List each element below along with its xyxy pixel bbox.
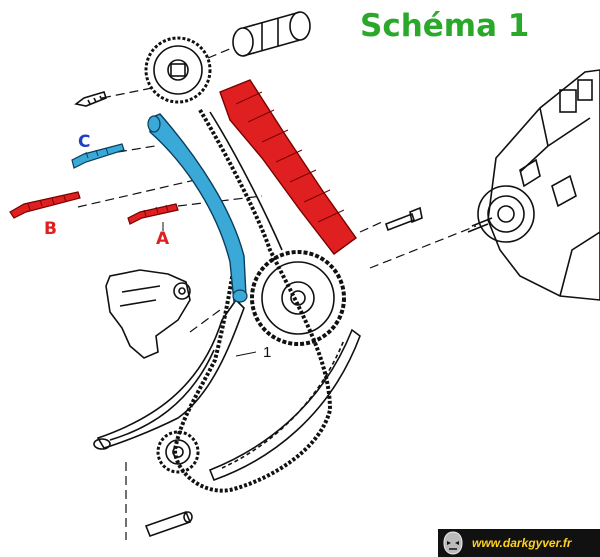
injection-pump (467, 69, 600, 301)
camshaft-sprocket (144, 36, 212, 104)
small-bolt-top (74, 91, 107, 107)
lower-chain-guide (93, 298, 245, 450)
red-upper-chain-guide (219, 79, 357, 255)
label-b: B (44, 219, 57, 239)
camshaft-bushing (232, 11, 311, 57)
bottom-pin (144, 510, 193, 538)
lower-sprocket (156, 430, 200, 474)
leader-1 (235, 351, 257, 357)
blue-tensioner-rail (147, 113, 248, 304)
timing-chain (172, 108, 333, 493)
label-chain-1: 1 (263, 344, 272, 361)
label-a: A (156, 229, 170, 249)
crank-sprocket (250, 250, 346, 346)
chain-tensioner (105, 269, 191, 359)
right-chain-guide (208, 328, 361, 482)
right-small-bolt (384, 206, 423, 232)
label-c: C (78, 132, 91, 152)
bolt-c (71, 143, 125, 169)
helmet-face-icon (443, 531, 463, 555)
diagram-title: Schéma 1 (360, 8, 530, 44)
website-url[interactable]: www.darkgyver.fr (472, 536, 572, 550)
bolt-a (127, 203, 179, 225)
website-banner[interactable]: www.darkgyver.fr (438, 529, 600, 557)
bolt-b (9, 191, 81, 219)
